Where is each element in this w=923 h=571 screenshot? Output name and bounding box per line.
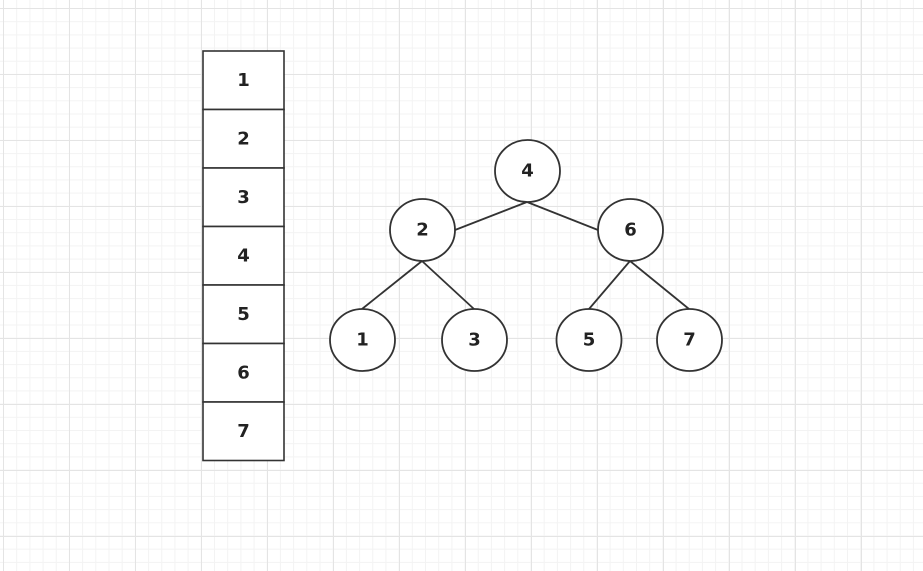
tree-node-label: 3 <box>468 330 481 351</box>
edge-4-6 <box>526 201 599 231</box>
array-cell-label: 5 <box>237 304 250 325</box>
array-cell: 3 <box>202 167 285 228</box>
array-cell: 6 <box>202 342 285 403</box>
array-cell-label: 4 <box>237 246 250 267</box>
tree-node-label: 1 <box>356 330 369 351</box>
array-cell-label: 7 <box>237 421 250 442</box>
tree-node: 2 <box>389 198 456 262</box>
tree-node: 5 <box>555 308 623 372</box>
tree-node: 3 <box>441 308 508 372</box>
tree-nodes: 4 2 6 1 3 5 7 <box>329 139 723 372</box>
edge-6-7 <box>629 260 690 310</box>
edge-6-5 <box>588 260 631 310</box>
tree-node-label: 4 <box>521 161 534 182</box>
edge-4-2 <box>454 201 528 231</box>
array-cell: 5 <box>202 284 285 345</box>
array-cell-label: 2 <box>237 129 250 150</box>
tree-node-label: 2 <box>416 220 429 241</box>
edge-2-1 <box>361 260 423 310</box>
tree-node: 6 <box>597 198 664 262</box>
edge-2-3 <box>421 260 475 310</box>
array-cell-label: 6 <box>237 363 250 384</box>
tree-node-root: 4 <box>494 139 561 203</box>
array-cell: 1 <box>202 50 285 111</box>
array-cell-label: 3 <box>237 187 250 208</box>
tree-node-label: 7 <box>683 330 696 351</box>
array-cell: 2 <box>202 108 285 169</box>
tree-node-label: 6 <box>624 220 637 241</box>
array-cell: 7 <box>202 401 285 462</box>
tree-node-label: 5 <box>583 330 596 351</box>
tree-node: 1 <box>329 308 396 372</box>
array-cell: 4 <box>202 225 285 286</box>
array-cell-label: 1 <box>237 70 250 91</box>
tree-edges <box>361 201 690 310</box>
array-column: 1 2 3 4 5 6 7 <box>202 50 285 462</box>
tree-node: 7 <box>656 308 723 372</box>
